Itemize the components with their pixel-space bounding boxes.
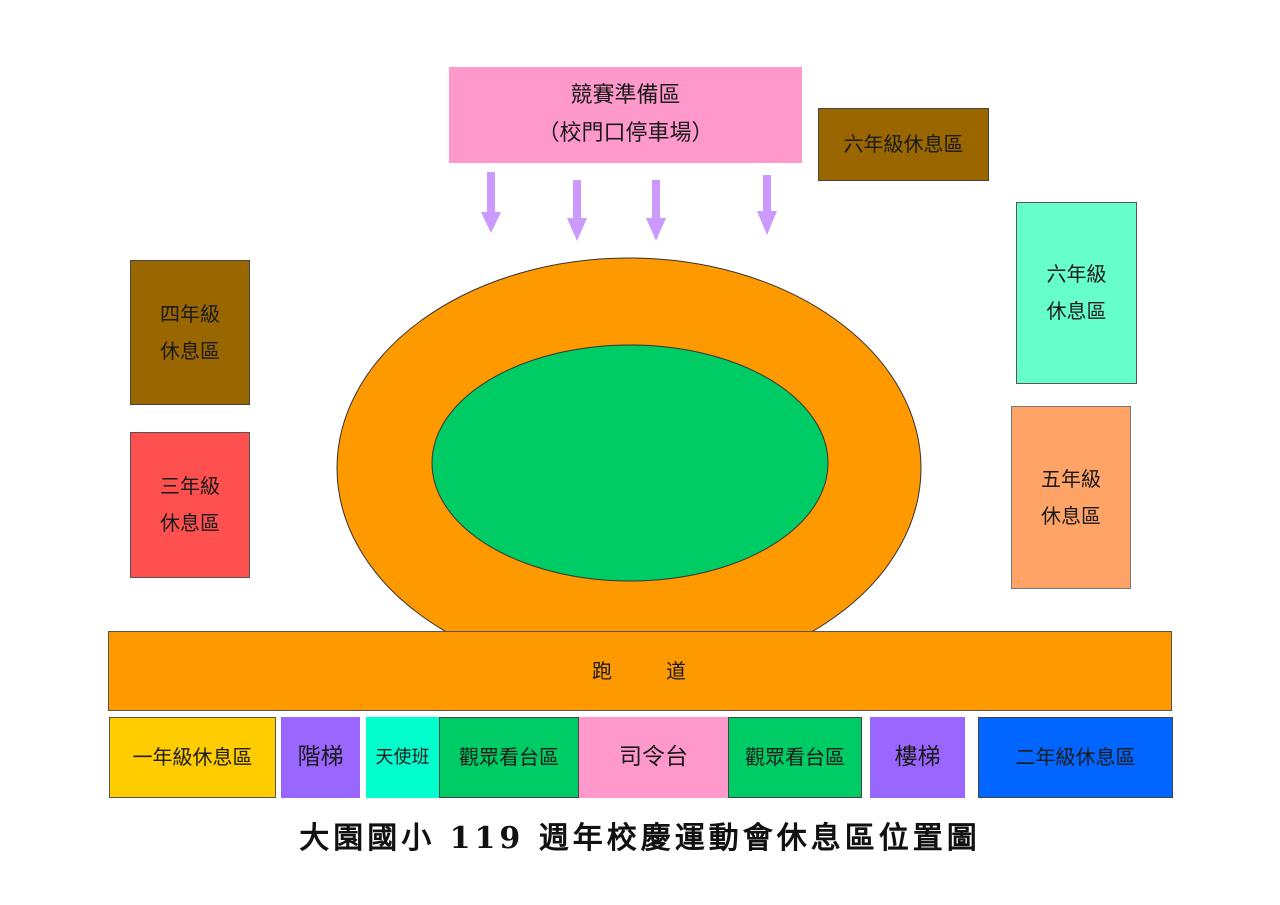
track-label-part2: 道	[666, 658, 688, 683]
grade6-right-label-1: 六年級	[1046, 262, 1107, 286]
stairs-right: 樓梯	[870, 717, 965, 798]
grade5-label-1: 五年級	[1041, 466, 1101, 491]
grade6-rest-area-right: 六年級 休息區	[1016, 202, 1137, 384]
prep-area-title: 競賽準備區	[570, 82, 681, 108]
grade3-rest-area: 三年級 休息區	[130, 432, 250, 578]
grade3-label-1: 三年級	[160, 474, 220, 498]
grade3-label-2: 休息區	[160, 511, 220, 535]
grade6-right-label-2: 休息區	[1046, 299, 1107, 323]
arrow-down-icon	[567, 180, 587, 241]
prep-area-subtitle: （校門口停車場）	[537, 121, 714, 146]
audience-stand-right: 觀眾看台區	[728, 717, 862, 798]
grade5-rest-area: 五年級 休息區	[1011, 406, 1131, 589]
grade4-label-1: 四年級	[160, 301, 220, 326]
track-label: 跑道	[592, 653, 688, 690]
infield-grass	[431, 344, 829, 582]
grade2-label: 二年級休息區	[1015, 745, 1136, 769]
arrow-down-icon	[757, 175, 777, 235]
grade4-rest-area: 四年級 休息區	[130, 260, 250, 405]
grade6-top-label: 六年級休息區	[843, 132, 964, 156]
stairs-left-label: 階梯	[297, 744, 344, 771]
angel-class-area: 天使班	[366, 717, 439, 798]
grade6-rest-area-top: 六年級休息區	[818, 108, 989, 181]
diagram-title: 大園國小 119 週年校慶運動會休息區位置圖	[299, 821, 981, 856]
audience-left-label: 觀眾看台區	[459, 745, 559, 769]
stairs-right-label: 樓梯	[894, 744, 941, 771]
audience-stand-left: 觀眾看台區	[439, 717, 579, 798]
straight-track: 跑道	[108, 631, 1172, 711]
stairs-left: 階梯	[281, 717, 360, 798]
angel-class-label: 天使班	[375, 746, 430, 768]
competition-prep-area: 競賽準備區 （校門口停車場）	[449, 67, 802, 163]
arrow-down-icon	[481, 172, 501, 233]
podium-label: 司令台	[619, 744, 688, 771]
arrow-down-icon	[646, 180, 666, 241]
grade1-label: 一年級休息區	[132, 745, 253, 769]
audience-right-label: 觀眾看台區	[745, 745, 845, 769]
track-label-part1: 跑	[592, 658, 614, 683]
grade4-label-2: 休息區	[160, 338, 220, 363]
commander-podium: 司令台	[579, 717, 728, 798]
grade2-rest-area: 二年級休息區	[978, 717, 1173, 798]
grade5-label-2: 休息區	[1041, 503, 1101, 528]
grade1-rest-area: 一年級休息區	[109, 717, 276, 798]
